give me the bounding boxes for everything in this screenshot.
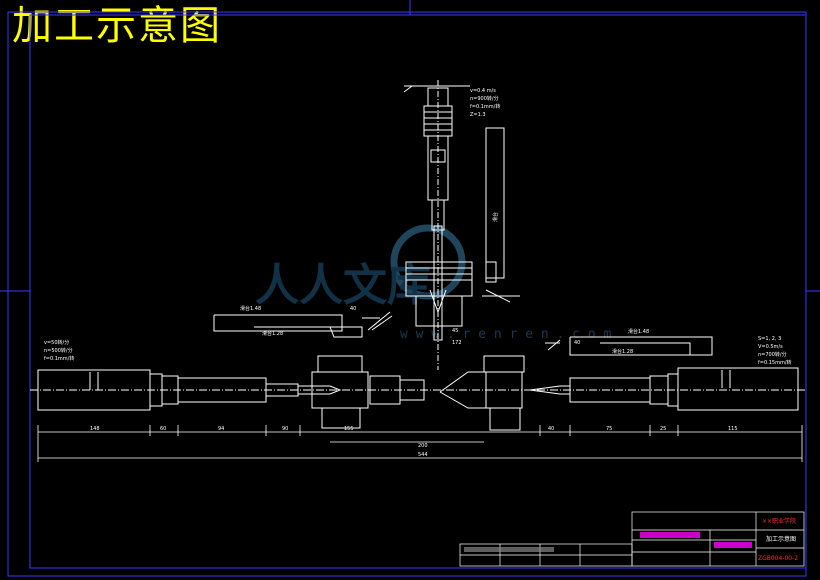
left-dim-labels: 148 60 94 90 155 200 544 bbox=[90, 426, 428, 458]
drawing-number: ZGB004-00-2 bbox=[758, 555, 798, 562]
left-dim-1: 148 bbox=[90, 426, 100, 432]
vertical-dim-1: 45 bbox=[452, 328, 458, 334]
vertical-note-3: f=0.1mm/转 bbox=[470, 103, 500, 110]
left-note-1: v=50转/分 bbox=[44, 339, 69, 346]
left-rails bbox=[213, 311, 393, 338]
watermark: 人人文库 w w w . r e n r e n . c o m bbox=[255, 224, 611, 342]
left-dim-3: 94 bbox=[218, 426, 224, 432]
right-rail-label-2: 滑台1.28 bbox=[612, 348, 633, 355]
right-note-3: n=700转/分 bbox=[758, 351, 787, 358]
vertical-note-1: v=0.4 m/s bbox=[470, 88, 496, 94]
left-rail-label-2: 滑台1.28 bbox=[262, 330, 283, 337]
vertical-drilling-head bbox=[403, 80, 520, 370]
vertical-note-2: n=900转/分 bbox=[470, 95, 499, 102]
vertical-note-4: Z=1.3 bbox=[470, 112, 486, 118]
right-rails bbox=[545, 336, 713, 356]
left-notes: v=50转/分 n=500转/分 f=0.1mm/转 bbox=[44, 339, 74, 362]
right-dim-1: 40 bbox=[548, 426, 554, 432]
drawing-title: 加工示意图 bbox=[12, 3, 222, 49]
left-note-2: n=500转/分 bbox=[44, 347, 73, 354]
right-dim-labels: 40 75 25 115 bbox=[548, 426, 738, 432]
left-dim-5: 155 bbox=[344, 426, 354, 432]
dimension-lines bbox=[37, 425, 803, 462]
center-dim-2: 544 bbox=[418, 452, 428, 458]
horizontal-assembly bbox=[30, 355, 805, 431]
right-dim-4: 115 bbox=[728, 426, 738, 432]
title-block-text: ××职业学院 加工示意图 ZGB004-00-2 bbox=[758, 517, 798, 562]
right-note-4: f=0.15mm/转 bbox=[758, 359, 792, 366]
left-rail-label-1: 滑台1.48 bbox=[240, 305, 261, 312]
center-dim-1: 200 bbox=[418, 443, 428, 449]
right-dim-2: 75 bbox=[606, 426, 612, 432]
right-notes: S=1, 2, 3 V=0.5m/s n=700转/分 f=0.15mm/转 bbox=[758, 336, 792, 366]
title-block bbox=[459, 511, 805, 567]
vertical-head-notes: v=0.4 m/s n=900转/分 f=0.1mm/转 Z=1.3 滑台 45… bbox=[452, 88, 500, 346]
right-rail-label-1: 滑台1.48 bbox=[628, 328, 649, 335]
right-note-2: V=0.5m/s bbox=[758, 344, 783, 350]
watermark-text: 人人文库 bbox=[255, 260, 431, 311]
right-rail-labels: 滑台1.48 滑台1.28 40 bbox=[574, 328, 649, 355]
left-dim-2: 60 bbox=[160, 426, 166, 432]
title-block-cells bbox=[464, 532, 752, 552]
left-dim-4: 90 bbox=[282, 426, 288, 432]
left-note-3: f=0.1mm/转 bbox=[44, 355, 74, 362]
watermark-url: w w w . r e n r e n . c o m bbox=[400, 327, 611, 342]
drawing-name: 加工示意图 bbox=[766, 535, 796, 543]
left-rail-labels: 滑台1.48 滑台1.28 40 bbox=[240, 305, 356, 337]
vertical-dim-2: 172 bbox=[452, 340, 462, 346]
vertical-side-label: 滑台 bbox=[492, 212, 499, 222]
right-dim-3: 25 bbox=[660, 426, 666, 432]
right-note-1: S=1, 2, 3 bbox=[758, 336, 781, 342]
school-name: ××职业学院 bbox=[762, 517, 796, 525]
right-rail-dim: 40 bbox=[574, 340, 580, 346]
left-rail-dim: 40 bbox=[350, 306, 356, 312]
